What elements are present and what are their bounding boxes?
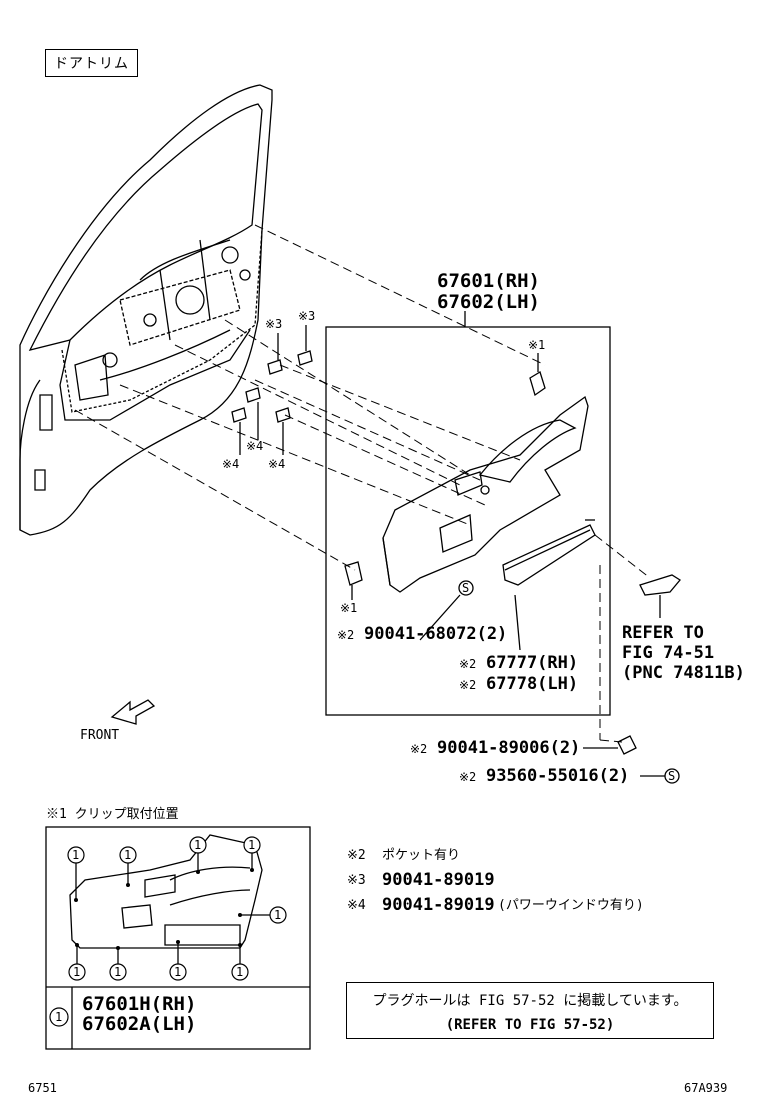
clip-mark-bottom: ※1	[340, 601, 358, 615]
window-edge	[59, 329, 251, 421]
nut-mark-3b: ※3	[298, 309, 316, 323]
refer-handle	[639, 574, 681, 596]
door-frame-outline	[19, 84, 273, 536]
inset-panel	[69, 834, 263, 949]
guide-line	[254, 379, 481, 481]
guide-line	[254, 224, 546, 366]
part-label-screw-b: 90041-89006(2)	[437, 738, 581, 758]
legend-n3-mark: ※3	[347, 873, 366, 888]
trim-armrest	[478, 419, 577, 483]
guide-line	[74, 409, 356, 571]
nut-a	[267, 359, 283, 375]
screw-b	[617, 735, 637, 755]
inset-marker: 1	[114, 965, 122, 979]
refer-line-1: REFER TO	[622, 623, 704, 643]
inset-marker: 1	[194, 838, 202, 852]
legend-n2-text: ポケット有り	[382, 848, 461, 863]
section-title: ドアトリム	[45, 49, 138, 77]
part-label-panel-rh: 67601(RH)	[437, 270, 540, 292]
reference-note: プラグホールは FIG 57-52 に掲載しています。 (REFER TO FI…	[346, 982, 714, 1039]
part-label-panel-lh: 67602(LH)	[437, 291, 540, 313]
footer-left-code: 6751	[28, 1081, 57, 1095]
footer-right-code: 67A939	[684, 1081, 728, 1095]
door-frame-inner	[28, 103, 263, 351]
inset-part-lh: 67602A(LH)	[82, 1013, 197, 1035]
nut-mark-3a: ※3	[265, 317, 283, 331]
nut-e	[231, 407, 247, 423]
reference-note-line2: (REFER TO FIG 57-52)	[445, 1017, 615, 1033]
legend-n2-mark: ※2	[347, 848, 366, 863]
guide-line	[594, 534, 651, 579]
reference-note-line1: プラグホールは FIG 57-52 に掲載しています。	[372, 993, 688, 1009]
inset-marker: 1	[174, 965, 182, 979]
inset-legend-marker: 1	[55, 1010, 63, 1024]
pocket-lh-mark: ※2	[459, 678, 477, 692]
guide-line	[279, 364, 521, 461]
refer-line-2: FIG 74-51	[622, 643, 715, 663]
guide-line	[284, 414, 486, 506]
inset-marker: 1	[73, 965, 81, 979]
screw-b-mark: ※2	[410, 742, 428, 756]
nut-d	[275, 407, 291, 423]
door-inner-panel	[61, 229, 263, 413]
part-label-pocket-lh: 67778(LH)	[486, 674, 579, 694]
clip-top	[529, 353, 546, 397]
part-label-screw-c: 93560-55016(2)	[486, 766, 630, 786]
inset-marker: 1	[274, 908, 282, 922]
legend-n4-text: 90041-89019	[382, 895, 495, 915]
s-symbol-1: S	[462, 581, 470, 595]
front-label: FRONT	[80, 728, 120, 743]
screw-c-mark: ※2	[459, 770, 477, 784]
nut-mark-4b: ※4	[222, 457, 240, 471]
refer-line-3: (PNC 74811B)	[622, 663, 745, 683]
guide-line	[224, 319, 471, 476]
guide-line	[174, 344, 461, 486]
pocket-rh-mark: ※2	[459, 657, 477, 671]
clip-mark-top: ※1	[528, 338, 546, 352]
inset-marker: 1	[248, 838, 256, 852]
inset-title: ※1 クリップ取付位置	[46, 807, 179, 822]
guide-line	[599, 739, 623, 743]
inset-marker: 1	[72, 848, 80, 862]
s-symbol-2: S	[668, 769, 676, 783]
part-label-pocket-rh: 67777(RH)	[486, 653, 579, 673]
guide-line	[119, 384, 471, 526]
legend-n3-text: 90041-89019	[382, 870, 495, 890]
nut-b	[297, 350, 313, 366]
legend-n4-suffix: (パワーウインドウ有り)	[498, 898, 644, 913]
inset-part-rh: 67601H(RH)	[82, 993, 197, 1015]
inset-frame	[45, 826, 311, 1050]
legend-n4-mark: ※4	[347, 898, 366, 913]
screw-a-mark: ※2	[337, 628, 355, 642]
nut-mark-4c: ※4	[268, 457, 286, 471]
door-lower-edge	[19, 379, 41, 530]
part-label-screw-a: 90041-68072(2)	[364, 624, 508, 644]
inset-marker: 1	[124, 848, 132, 862]
clip-bottom	[344, 561, 363, 600]
inset-marker: 1	[236, 965, 244, 979]
panel-frame-box	[325, 326, 611, 716]
nut-mark-4a: ※4	[246, 439, 264, 453]
nut-c	[245, 387, 261, 403]
front-arrow	[110, 699, 156, 725]
door-pocket	[502, 524, 596, 586]
trim-panel	[382, 395, 589, 593]
